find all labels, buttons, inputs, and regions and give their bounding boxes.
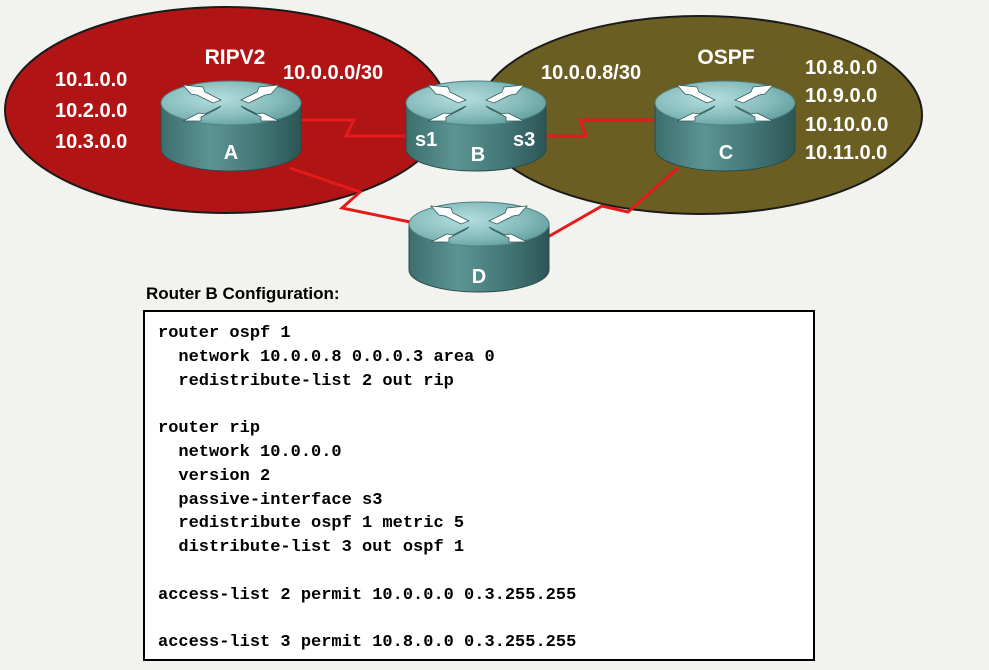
config-line: redistribute-list 2 out rip [158, 371, 454, 391]
link-a-b [300, 118, 406, 138]
router-a-label: A [224, 142, 238, 164]
config-line: network 10.0.0.8 0.0.0.3 area 0 [158, 347, 495, 367]
config-box: router ospf 1 network 10.0.0.8 0.0.0.3 a… [143, 310, 815, 661]
config-line [158, 393, 813, 417]
config-line: distribute-list 3 out ospf 1 [158, 538, 465, 558]
config-line [158, 608, 813, 632]
ospf-network: 10.8.0.0 [805, 57, 877, 79]
ospf-network: 10.10.0.0 [805, 114, 888, 136]
config-line: access-list 3 permit 10.8.0.0 0.3.255.25… [158, 633, 577, 653]
link-b-c [545, 118, 654, 138]
rip-network: 10.2.0.0 [55, 100, 127, 122]
config-line: router ospf 1 [158, 324, 291, 343]
link-ab-subnet: 10.0.0.0/30 [283, 62, 383, 84]
config-line: network 10.0.0.0 [158, 442, 342, 462]
config-line [158, 560, 813, 584]
link-bc-subnet: 10.0.0.8/30 [541, 62, 641, 84]
config-line: version 2 [158, 466, 271, 486]
interface-s1-label: s1 [415, 129, 437, 151]
ospf-network: 10.11.0.0 [805, 142, 887, 164]
config-title: Router B Configuration: [146, 284, 340, 303]
link-d-c [545, 166, 679, 240]
link-a-d [289, 166, 411, 224]
router-d-label: D [472, 266, 486, 288]
config-line: router rip [158, 419, 261, 439]
router-c-label: C [719, 142, 733, 164]
router-b-label: B [471, 144, 485, 166]
config-line: redistribute ospf 1 metric 5 [158, 514, 465, 534]
config-line: passive-interface s3 [158, 490, 383, 510]
rip-domain-title: RIPV2 [205, 46, 266, 69]
ospf-network: 10.9.0.0 [805, 85, 877, 107]
config-line: access-list 2 permit 10.0.0.0 0.3.255.25… [158, 585, 577, 605]
rip-network: 10.3.0.0 [55, 131, 127, 153]
rip-network: 10.1.0.0 [55, 69, 127, 91]
ospf-domain-title: OSPF [697, 46, 754, 69]
interface-s3-label: s3 [513, 129, 535, 151]
network-topology-diagram: A B C D RIPV2 OSPF 10.1.0.0 10.2.0.0 10.… [4, 6, 923, 293]
